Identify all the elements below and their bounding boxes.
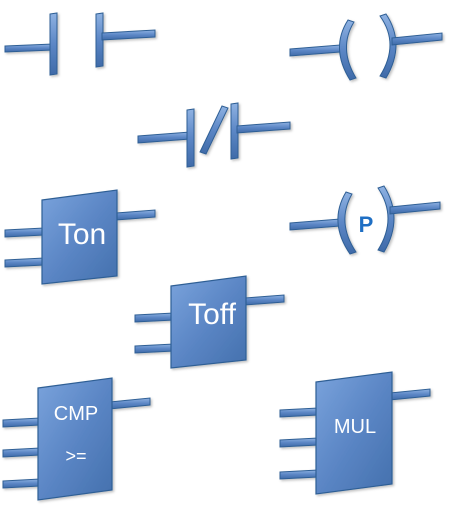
timer-off-label: Toff — [188, 298, 236, 331]
pulse-coil-symbol — [289, 185, 441, 255]
multiply-block: MUL — [279, 371, 431, 495]
multiply-label: MUL — [334, 416, 376, 438]
normally-open-contact-symbol — [4, 12, 156, 76]
compare-block: CMP >= — [2, 377, 151, 501]
timer-off-block: Toff — [134, 275, 285, 369]
normally-closed-contact-symbol — [137, 102, 291, 168]
timer-on-label: Ton — [58, 218, 106, 251]
compare-label-bottom: >= — [65, 446, 86, 466]
pulse-coil-label: P — [359, 212, 374, 237]
timer-on-block: Ton — [4, 189, 156, 285]
coil-symbol — [289, 13, 443, 81]
compare-label-top: CMP — [54, 403, 98, 425]
